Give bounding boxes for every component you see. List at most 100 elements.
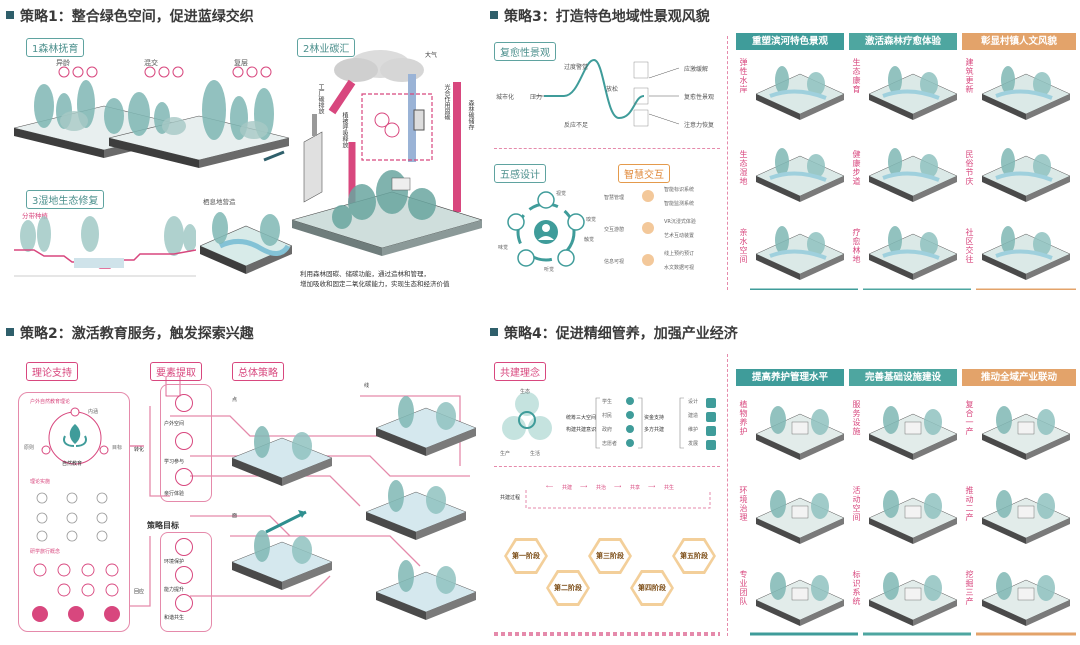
phase-label: 第一阶段 <box>512 552 540 560</box>
element-label: 亲行体验 <box>164 491 185 497</box>
sense-label: 嗅觉 <box>586 217 597 223</box>
actor-label: 志愿者 <box>602 441 618 447</box>
image-caption: 标识系统 <box>852 570 861 606</box>
tag-forest-tending: 1森林抚育 <box>26 38 85 57</box>
bottom-dash <box>494 632 720 636</box>
column-divider <box>727 36 728 290</box>
heading-strategy-3: 策略3：打造特色地域性景观风貌 <box>490 6 710 26</box>
protect-icon <box>175 538 193 556</box>
flow-step: 共治 <box>596 485 607 491</box>
image-caption: 社区交往 <box>965 228 974 264</box>
factory-label: 工厂碳排放 <box>317 84 324 114</box>
five-senses-diagram <box>507 191 585 267</box>
wetland-section-illustration <box>14 216 196 277</box>
unify-label: 统筹三大空间 <box>566 415 597 421</box>
maintain-icon <box>706 426 716 436</box>
heading-strategy-4: 策略4：促进精细管养，加强产业经济 <box>490 323 738 343</box>
landscape-vignettes-grid <box>750 64 1076 290</box>
image-caption: 建筑更新 <box>965 58 974 94</box>
triad-label: 生产 <box>500 451 511 457</box>
curve-label: 放松 <box>606 86 619 93</box>
harmony-icon <box>175 594 193 612</box>
element-label: 学习参与 <box>164 459 185 465</box>
curve-label: 反应不足 <box>564 122 589 129</box>
tag-theory-support: 理论支持 <box>26 362 78 381</box>
flow-row: ⟵ 共建 ⟶ 共治 ⟶ 共享 ⟶ 共生 <box>546 484 696 494</box>
sense-label: 触觉 <box>584 237 595 243</box>
sense-label: 味觉 <box>498 245 509 251</box>
out-label: 注意力恢复 <box>684 122 715 129</box>
theory-item: 研学旅行概念 <box>30 549 61 555</box>
theory-item: 理论实施 <box>30 479 51 485</box>
tag-overall-strategy: 总体策略 <box>232 362 284 381</box>
triad-label: 生态 <box>520 389 531 395</box>
image-caption: 疗愈林地 <box>852 228 861 264</box>
phase-2: 第二阶段 <box>546 570 590 606</box>
phase-label: 第二阶段 <box>554 584 582 592</box>
flow-step: 共生 <box>664 485 675 491</box>
action-label: 建造 <box>688 413 699 419</box>
sense-label: 视觉 <box>556 191 567 197</box>
smart-item: 智能监测系统 <box>664 201 695 207</box>
build-icon <box>706 412 716 422</box>
process-label: 共建过程 <box>500 495 521 501</box>
column-header: 提高养护管理水平 <box>736 369 844 386</box>
flow-arrow-icon: ⟶ <box>648 484 656 490</box>
divider <box>494 466 720 467</box>
nature-education-diagram <box>41 407 109 465</box>
absorb-label: 光合作用固碳 <box>443 84 450 120</box>
stage-label: 复层 <box>234 59 248 67</box>
image-caption: 复合一产 <box>965 400 974 436</box>
flow-step: 共建 <box>562 485 573 491</box>
person-icon <box>626 411 634 419</box>
habitat-label: 栖息地营造 <box>203 198 236 206</box>
bracket-lines <box>595 397 684 449</box>
design-icon <box>706 398 716 408</box>
theory-item: 户外自然教育理论 <box>30 399 71 405</box>
caption-line-1: 利用森林固碳、储碳功能，通过造林和管理， <box>300 270 430 278</box>
curve-label: 过度警觉 <box>564 64 589 71</box>
heading-text: 策略2：激活教育服务，触发探索兴趣 <box>20 326 254 342</box>
image-caption: 服务设施 <box>852 400 861 436</box>
smart-icon <box>642 190 654 202</box>
tag-carbon-sink: 2林业碳汇 <box>297 38 356 57</box>
column-header: 激活森林疗愈体验 <box>849 33 957 50</box>
heading-text: 策略4：促进精细管养，加强产业经济 <box>504 326 738 342</box>
triad-diagram <box>502 392 552 440</box>
education-scenarios-illustration <box>231 395 477 621</box>
develop-icon <box>706 440 716 450</box>
actor-label: 村民 <box>602 413 613 419</box>
action-label: 设计 <box>688 399 699 405</box>
ring-label: 原则 <box>24 445 35 451</box>
driver-label: 城市化 <box>496 94 515 101</box>
heading-text: 策略3：打造特色地域性景观风貌 <box>504 9 710 25</box>
triad-label: 生活 <box>530 451 541 457</box>
carbon-sink-illustration <box>292 50 482 256</box>
square-icon <box>490 328 498 336</box>
image-caption: 生态康育 <box>852 58 861 94</box>
image-caption: 挖掘三产 <box>965 570 974 606</box>
phase-label: 第三阶段 <box>596 552 624 560</box>
flow-arrow-icon: ⟵ <box>546 484 554 490</box>
action-label: 维护 <box>688 427 699 433</box>
feedback-label: 回应 <box>134 589 145 595</box>
ring-label: 目标 <box>112 445 123 451</box>
release-label: 植被呼吸释放 <box>341 112 348 148</box>
stage-label: 混交 <box>144 59 158 67</box>
goal-heading: 策略目标 <box>147 521 179 530</box>
smart-group-label: 智慧管理 <box>604 195 625 201</box>
out-label: 复愈性景观 <box>684 94 715 101</box>
growth-icon <box>175 566 193 584</box>
phase-4: 第四阶段 <box>630 570 674 606</box>
image-caption: 推动二产 <box>965 486 974 522</box>
square-icon <box>6 11 14 19</box>
actor-label: 政府 <box>602 427 613 433</box>
out-label: 应激缓解 <box>684 66 709 73</box>
square-icon <box>490 11 498 19</box>
point-label: 点 <box>232 397 238 403</box>
experience-icon <box>175 468 193 486</box>
phase-3: 第三阶段 <box>588 538 632 574</box>
tag-co-construction: 共建理念 <box>494 362 546 381</box>
phase-1: 第一阶段 <box>504 538 548 574</box>
image-caption: 植物养护 <box>739 400 748 436</box>
